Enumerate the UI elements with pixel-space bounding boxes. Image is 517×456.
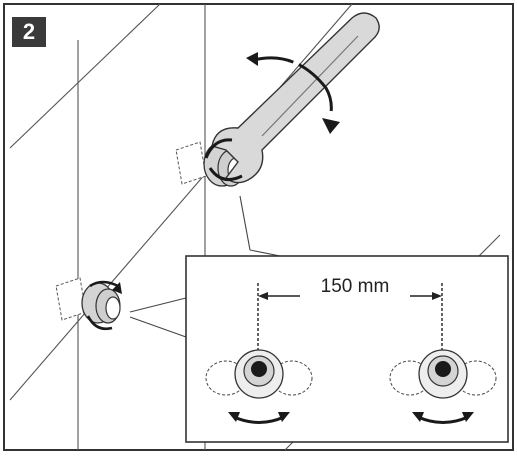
wrench-icon [211, 12, 380, 184]
step-number-badge: 2 [12, 17, 46, 47]
rotate-arrow-icon [86, 280, 122, 331]
fitting-icon [205, 349, 313, 399]
fitting-icon [389, 349, 497, 399]
fitting-icon [55, 277, 121, 324]
rotate-arrow-icon [228, 412, 290, 424]
frame-border [3, 3, 514, 451]
callout-leaders [129, 195, 281, 338]
rotate-arrow-icon [412, 412, 474, 424]
spacing-dimension-label: 150 mm [300, 276, 410, 298]
rotate-arrow-icon [204, 52, 340, 182]
